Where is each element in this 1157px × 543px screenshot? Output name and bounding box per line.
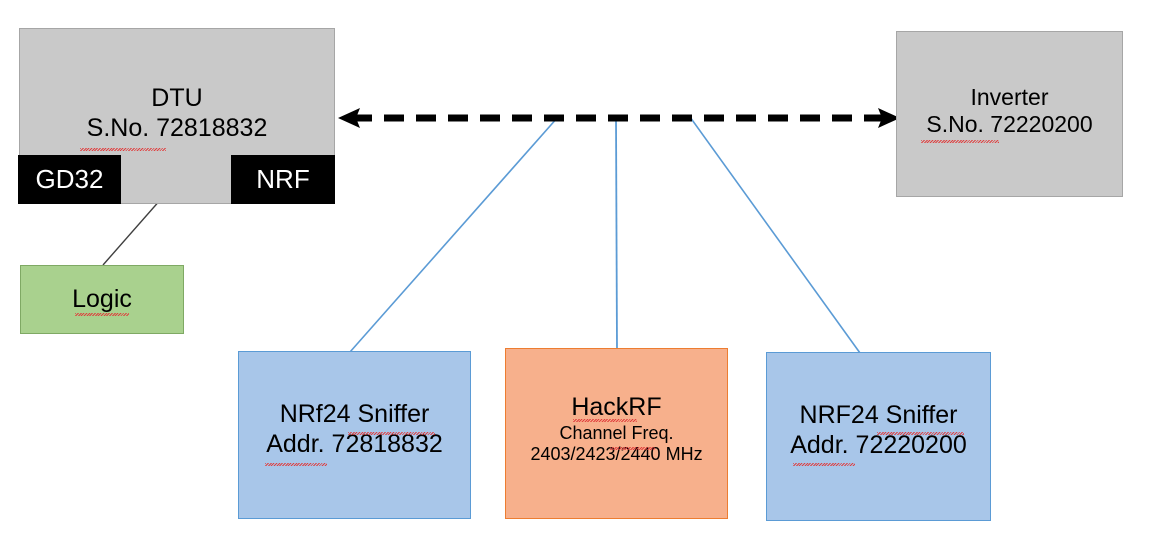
node-sniffer-right[interactable]: NRF24 Sniffer Addr. 72220200 xyxy=(766,352,991,521)
connector-line-sniffer-right xyxy=(689,116,861,354)
node-logic-analyzer[interactable]: Logic xyxy=(20,265,184,334)
hackrf-frequencies: 2403/2423/2440 MHz xyxy=(530,443,703,464)
sniffer-right-address: Addr. 72220200 xyxy=(790,430,967,459)
gd32-label: GD32 xyxy=(35,164,104,194)
inverter-serial: S.No. 72220200 xyxy=(926,111,1093,138)
hackrf-title: HackRF xyxy=(571,393,662,421)
node-gd32[interactable]: GD32 xyxy=(18,155,121,204)
node-sniffer-left[interactable]: NRf24 Sniffer Addr. 72818832 xyxy=(238,351,471,519)
hackrf-channel-label: Channel Freq. xyxy=(559,422,674,443)
dtu-serial: S.No. 72818832 xyxy=(86,113,268,142)
nrf-label: NRF xyxy=(256,164,310,194)
rf-link-dashed-arrow xyxy=(338,108,900,128)
sniffer-left-title: NRf24 Sniffer xyxy=(279,400,430,428)
sniffer-right-title: NRF24 Sniffer xyxy=(799,401,958,429)
logic-label: Logic xyxy=(72,284,132,313)
sniffer-left-address: Addr. 72818832 xyxy=(266,429,443,458)
dtu-title: DTU xyxy=(151,84,203,112)
inverter-title: Inverter xyxy=(970,84,1049,110)
connector-line-hackrf xyxy=(615,116,618,351)
connector-line-sniffer-left xyxy=(349,116,559,353)
node-nrf[interactable]: NRF xyxy=(231,155,335,204)
node-hackrf[interactable]: HackRF Channel Freq. 2403/2423/2440 MHz xyxy=(505,348,728,519)
node-inverter[interactable]: Inverter S.No. 72220200 xyxy=(896,31,1123,197)
